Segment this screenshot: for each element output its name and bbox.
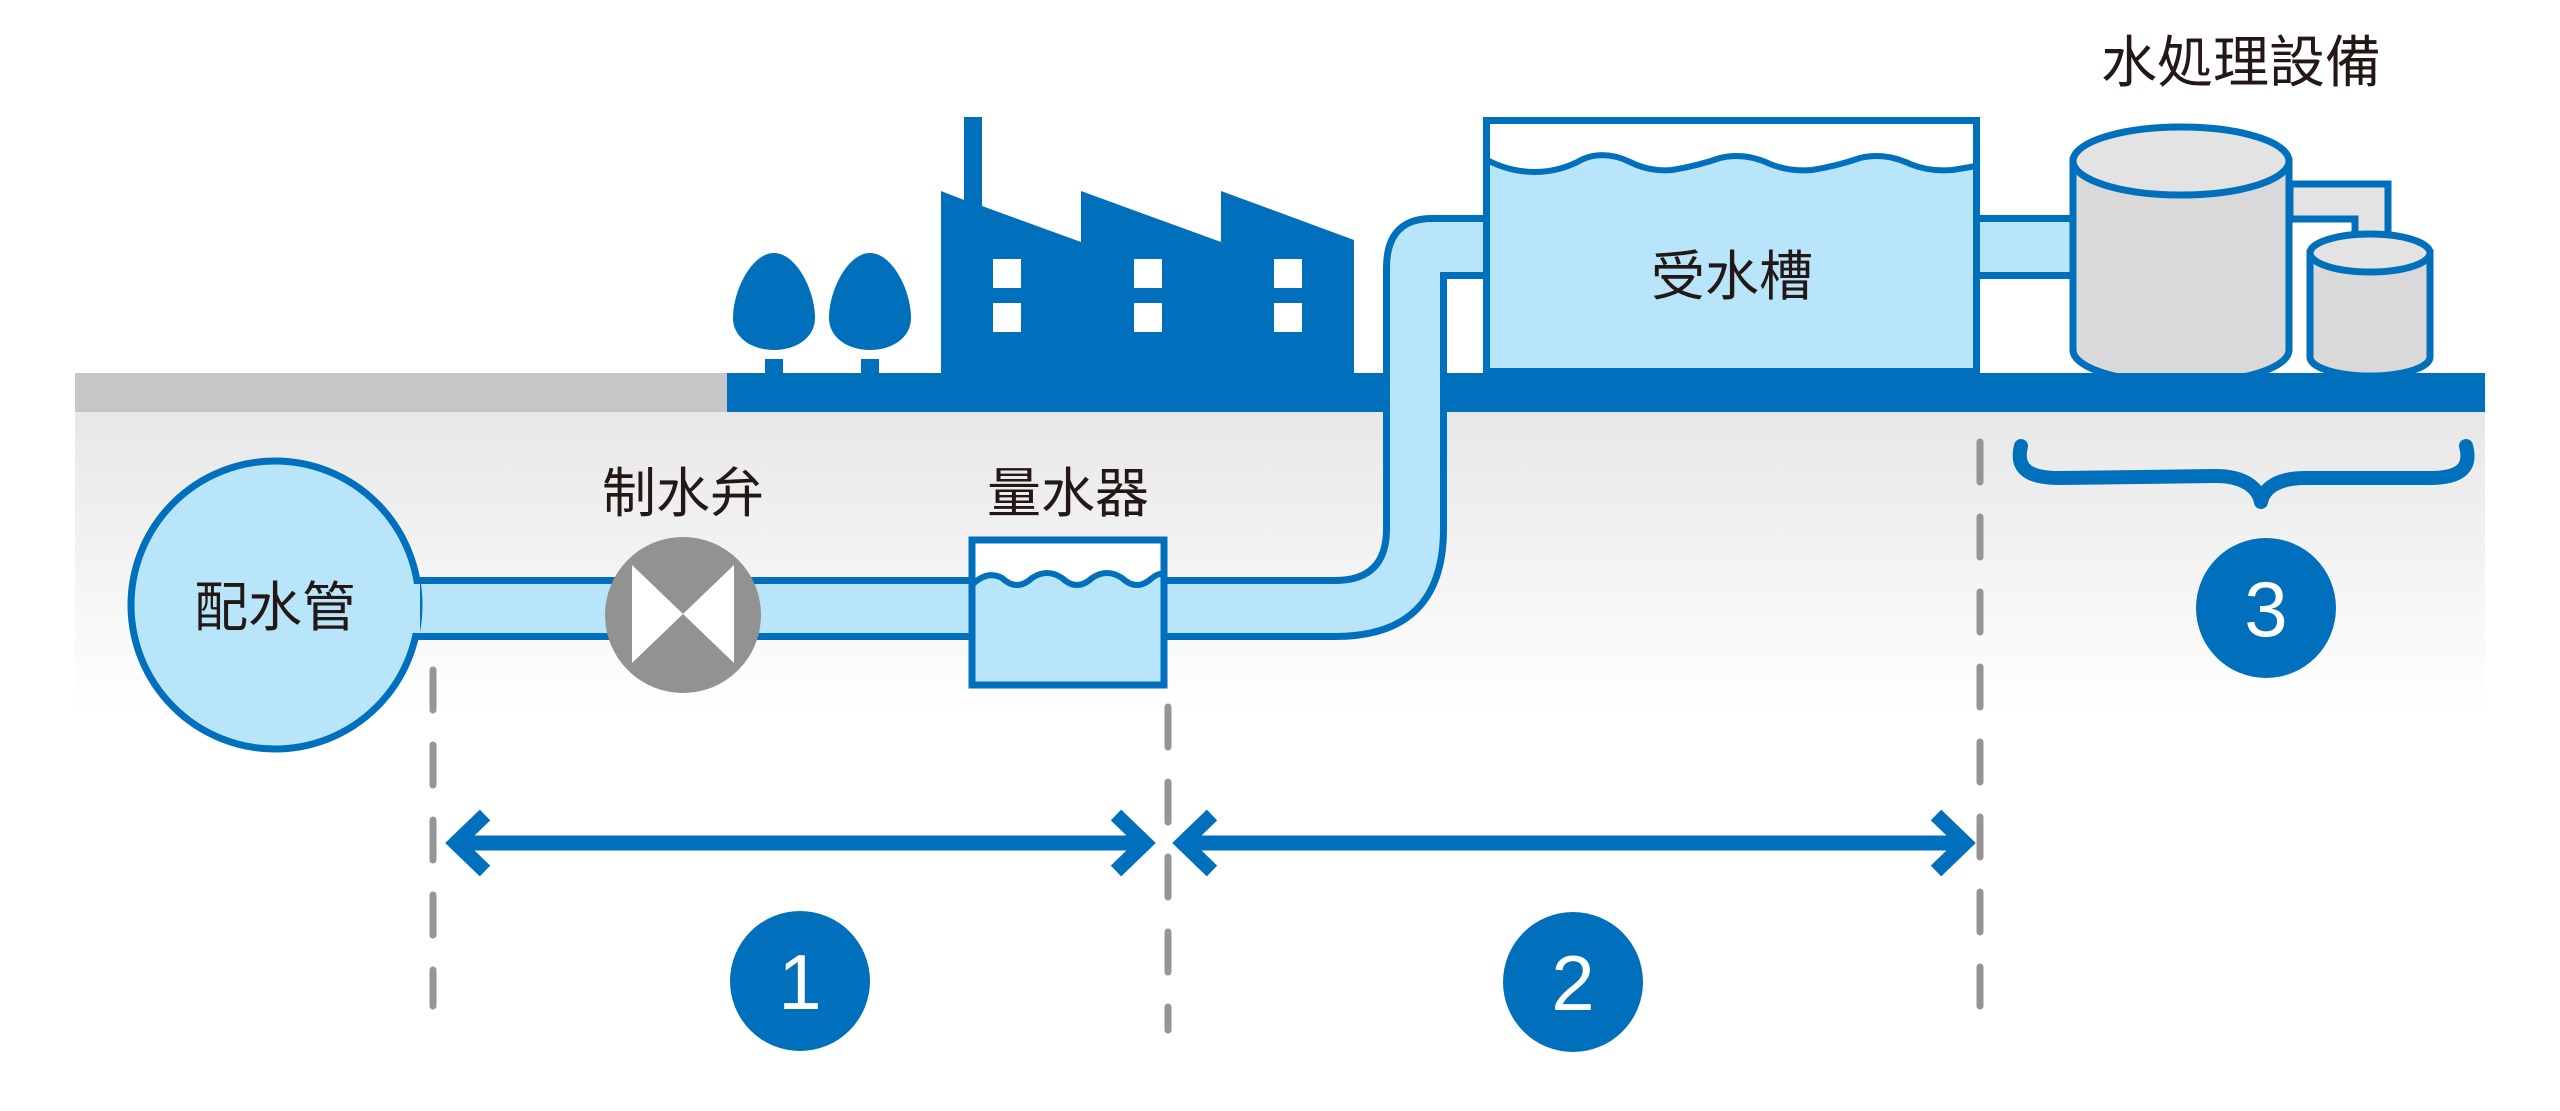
tree-icon (829, 253, 911, 375)
factory-icon (941, 117, 1354, 375)
section-badge-2: 2 (1503, 912, 1643, 1052)
tank-icon: 受水槽 (1483, 117, 1980, 375)
stop-valve-label: 制水弁 (602, 462, 764, 525)
valve-icon (605, 537, 761, 693)
tree-icon (733, 253, 815, 375)
section-3-brace (2012, 439, 2475, 509)
underground-area (75, 411, 2485, 711)
distribution-main-label: 配水管 (194, 576, 356, 639)
section-badge-1: 1 (730, 911, 870, 1051)
distribution-main: 配水管 (127, 457, 423, 753)
treatment-cylinder-icon (2069, 123, 2434, 387)
ground-surface-public (75, 373, 727, 412)
section-number-1: 1 (778, 938, 821, 1026)
section-number-2: 2 (1551, 939, 1594, 1027)
water-meter-label: 量水器 (987, 462, 1149, 525)
section-number-3: 3 (2244, 565, 2287, 653)
section-1-arrow (445, 809, 1156, 877)
factory-windows (993, 259, 1302, 332)
section-badge-3: 3 (2196, 538, 2336, 678)
meter-icon (968, 536, 1168, 689)
ground-surface-overlay (2060, 373, 2485, 412)
receiving-tank-label: 受水槽 (1651, 245, 1813, 308)
section-2-arrow (1172, 809, 1976, 877)
water-treatment-label: 水処理設備 (2101, 31, 2381, 96)
